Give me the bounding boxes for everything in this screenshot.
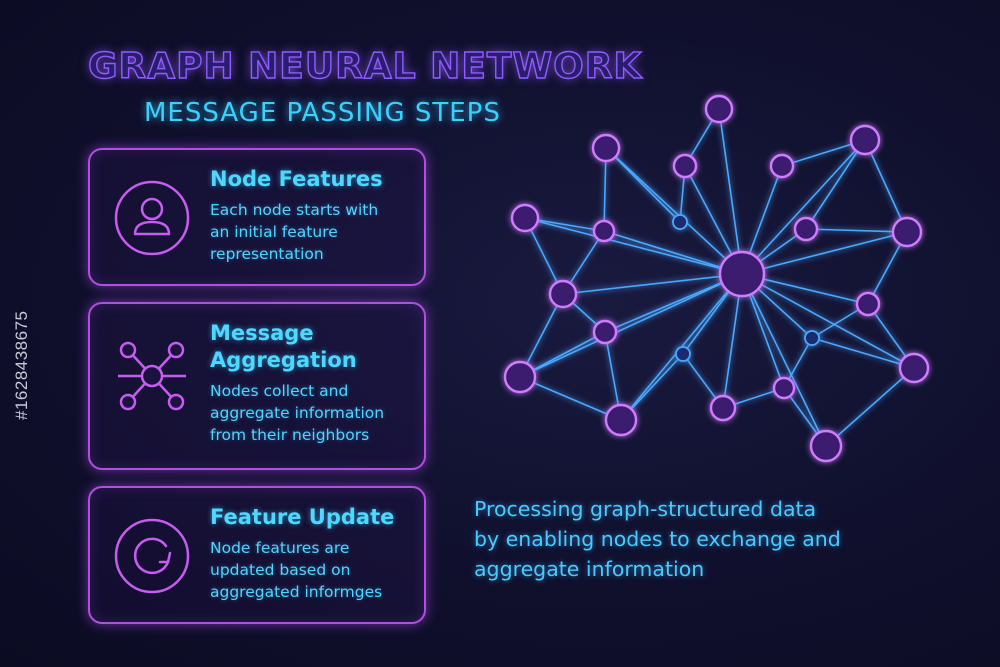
page-title: GRAPH NEURAL NETWORK bbox=[87, 45, 643, 87]
network-graph-illustration bbox=[503, 94, 930, 463]
refresh-icon bbox=[114, 518, 190, 594]
stock-watermark-id: #1628438675 bbox=[12, 310, 31, 420]
card-feature-update: Feature Update Node features are updated… bbox=[88, 486, 426, 624]
graph-caption: Processing graph-structured data by enab… bbox=[474, 497, 841, 581]
network-hub-icon bbox=[118, 341, 186, 411]
graph-nodes bbox=[503, 94, 930, 463]
card-description: Node features are updated based on aggre… bbox=[210, 539, 383, 601]
graph-small-nodes bbox=[672, 214, 820, 362]
card-description: Nodes collect and aggregate information … bbox=[210, 382, 385, 444]
card-message-aggregation: Message Aggregation Nodes collect and ag… bbox=[88, 302, 426, 470]
graph-edges bbox=[519, 108, 915, 447]
card-description: Each node starts with an initial feature… bbox=[210, 201, 379, 263]
card-title: Feature Update bbox=[210, 505, 395, 529]
card-title: Message Aggregation bbox=[210, 321, 357, 372]
user-icon bbox=[114, 180, 190, 256]
card-title: Node Features bbox=[210, 167, 383, 191]
card-node-features: Node Features Each node starts with an i… bbox=[88, 148, 426, 286]
page-subtitle: MESSAGE PASSING STEPS bbox=[144, 98, 501, 128]
